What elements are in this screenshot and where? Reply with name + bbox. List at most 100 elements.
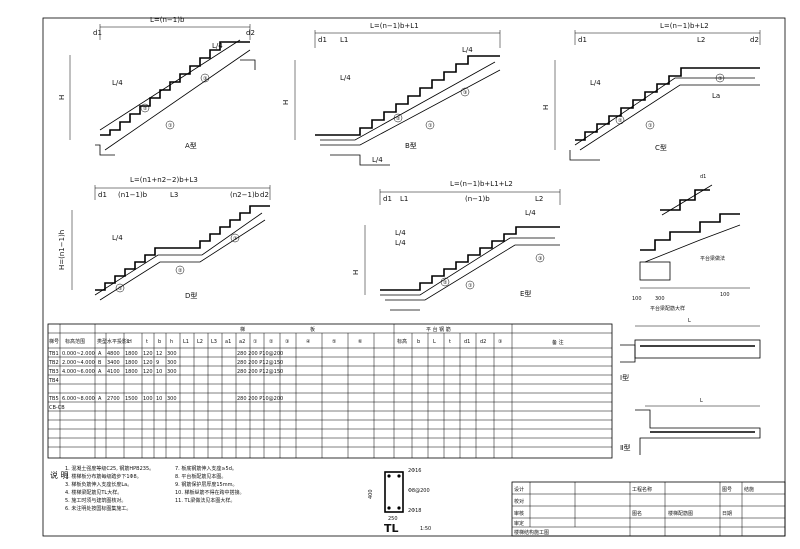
svg-text:L1: L1 xyxy=(183,339,189,345)
svg-text:4100: 4100 xyxy=(107,369,120,375)
notes-block: 说 明 1. 混凝土强度等级C25, 钢筋HPB235。 2. 楼梯板分布筋每级… xyxy=(50,465,245,512)
svg-text:L2: L2 xyxy=(197,339,203,345)
svg-text:③: ③ xyxy=(285,339,289,345)
svg-text:3400: 3400 xyxy=(107,360,120,366)
stair-view-c: L=(n−1)b+L2 d1 L2 d2 L/4 H La ① ② ③ C型 xyxy=(542,22,761,161)
svg-text:⑥: ⑥ xyxy=(358,339,363,345)
stair-view-b: L=(n−1)b+L1 d1 L1 L/4 L/4 H L/4 ① ② ③ B型 xyxy=(282,22,501,166)
svg-text:a1: a1 xyxy=(225,339,231,345)
svg-text:100: 100 xyxy=(143,396,153,402)
svg-text:d1: d1 xyxy=(318,36,327,44)
svg-text:③: ③ xyxy=(538,256,542,262)
svg-text:1. 混凝土强度等级C25, 钢筋HPB235。: 1. 混凝土强度等级C25, 钢筋HPB235。 xyxy=(65,465,154,472)
svg-text:L: L xyxy=(433,339,436,345)
svg-text:①: ① xyxy=(648,123,653,129)
svg-text:d1: d1 xyxy=(93,29,102,37)
svg-text:标高: 标高 xyxy=(397,338,407,345)
svg-text:0.000~2.000: 0.000~2.000 xyxy=(62,351,95,357)
svg-text:1:50: 1:50 xyxy=(420,526,431,532)
svg-text:日期: 日期 xyxy=(722,511,732,517)
svg-text:L1: L1 xyxy=(400,195,408,203)
stair-view-d: L=(n1+n2−2)b+L3 d1 (n1−1)b L3 (n2−1)b d2… xyxy=(58,176,271,301)
svg-text:③: ③ xyxy=(233,236,237,242)
outer-frame xyxy=(42,17,786,537)
type-1-label: Ⅰ型 xyxy=(620,373,629,382)
svg-text:300: 300 xyxy=(167,351,177,357)
view-d-formula: L=(n1+n2−2)b+L3 xyxy=(130,176,198,184)
svg-text:②: ② xyxy=(396,116,401,122)
svg-text:2.000~4.000: 2.000~4.000 xyxy=(62,360,95,366)
svg-text:H=(n1−1)h: H=(n1−1)h xyxy=(58,230,66,270)
type-2-label: Ⅱ型 xyxy=(620,443,630,452)
svg-text:类型: 类型 xyxy=(97,338,107,345)
svg-text:d2: d2 xyxy=(480,339,486,345)
table-row: CB-CB xyxy=(49,405,65,411)
svg-text:280 200 P12@150: 280 200 P12@150 xyxy=(237,369,283,375)
svg-text:1500: 1500 xyxy=(125,396,138,402)
svg-text:结施: 结施 xyxy=(744,486,754,493)
svg-text:d2: d2 xyxy=(246,29,255,37)
svg-text:H: H xyxy=(352,270,360,275)
svg-text:La: La xyxy=(712,92,720,100)
svg-text:10: 10 xyxy=(156,369,162,375)
svg-text:②: ② xyxy=(618,118,623,124)
svg-text:H: H xyxy=(128,339,132,345)
svg-text:4800: 4800 xyxy=(107,351,120,357)
title-block: 设计 校对 审核 审定 工程名称 图名 楼梯配筋图 图号 结施 日期 楼梯结构施… xyxy=(511,481,786,537)
view-e-label: E型 xyxy=(520,289,531,298)
svg-text:①: ① xyxy=(168,123,173,129)
svg-text:图名: 图名 xyxy=(632,510,642,517)
svg-text:7. 板底钢筋伸入支座≥5d。: 7. 板底钢筋伸入支座≥5d。 xyxy=(175,465,237,472)
svg-text:d1: d1 xyxy=(383,195,392,203)
svg-text:L/4: L/4 xyxy=(212,42,223,50)
svg-text:图号: 图号 xyxy=(722,487,732,493)
svg-text:L/4: L/4 xyxy=(395,229,406,237)
svg-text:6. 未注明处按国标图集施工。: 6. 未注明处按国标图集施工。 xyxy=(65,505,131,512)
table-row: TB2 2.000~4.000 B 3400 1800 120 9 300 28… xyxy=(48,360,283,366)
svg-text:②: ② xyxy=(443,280,448,286)
svg-text:10: 10 xyxy=(156,396,162,402)
svg-text:②: ② xyxy=(269,339,274,345)
svg-text:H: H xyxy=(542,105,550,110)
svg-text:A: A xyxy=(98,369,102,375)
svg-text:4. 楼梯梁配筋见TL大样。: 4. 楼梯梁配筋见TL大样。 xyxy=(65,489,122,496)
svg-text:2Φ16: 2Φ16 xyxy=(408,468,421,474)
svg-text:6.000~8.000: 6.000~8.000 xyxy=(62,396,95,402)
svg-text:TB3: TB3 xyxy=(48,369,59,375)
table-group-platform: 平 台 钢 筋 xyxy=(426,326,451,333)
svg-text:TB4: TB4 xyxy=(48,378,59,384)
svg-text:Φ8@200: Φ8@200 xyxy=(408,488,430,494)
svg-text:300: 300 xyxy=(167,369,177,375)
svg-text:L/4: L/4 xyxy=(340,74,351,82)
svg-text:1800: 1800 xyxy=(125,360,138,366)
view-c-formula: L=(n−1)b+L2 xyxy=(660,22,709,30)
svg-text:d2: d2 xyxy=(750,36,759,44)
svg-text:(n1−1)b: (n1−1)b xyxy=(118,191,148,199)
svg-text:120: 120 xyxy=(143,360,153,366)
table-row: TB1 0.000~2.000 A 4800 1800 120 12 300 2… xyxy=(48,351,283,357)
svg-text:A: A xyxy=(98,396,102,402)
svg-text:L2: L2 xyxy=(535,195,543,203)
view-b-formula: L=(n−1)b+L1 xyxy=(370,22,419,30)
side-detail-top: d1 平台梁做法 100 300 100 平台梁配筋大样 xyxy=(632,174,750,312)
table-group-stair: 梯 xyxy=(240,326,245,333)
svg-text:审核: 审核 xyxy=(514,510,524,517)
table-row: TB4 xyxy=(48,378,59,384)
svg-text:12: 12 xyxy=(156,351,162,357)
svg-text:①: ① xyxy=(468,283,473,289)
svg-text:1800: 1800 xyxy=(125,369,138,375)
svg-text:③: ③ xyxy=(463,90,467,96)
svg-text:b: b xyxy=(158,339,161,345)
view-c-label: C型 xyxy=(655,143,667,152)
svg-text:CB-CB: CB-CB xyxy=(49,405,65,411)
svg-text:300: 300 xyxy=(655,296,665,302)
svg-text:d1: d1 xyxy=(700,174,706,180)
svg-text:⑤: ⑤ xyxy=(332,339,336,345)
svg-text:L/4: L/4 xyxy=(462,46,473,54)
svg-text:d1: d1 xyxy=(464,339,470,345)
view-e-formula: L=(n−1)b+L1+L2 xyxy=(450,180,513,188)
svg-text:(n2−1)b: (n2−1)b xyxy=(230,191,260,199)
svg-text:t: t xyxy=(146,339,148,345)
svg-text:d1: d1 xyxy=(98,191,107,199)
beam-section-tl: 2Φ16 Φ8@200 2Φ18 400 250 TL 1:50 xyxy=(368,468,431,535)
